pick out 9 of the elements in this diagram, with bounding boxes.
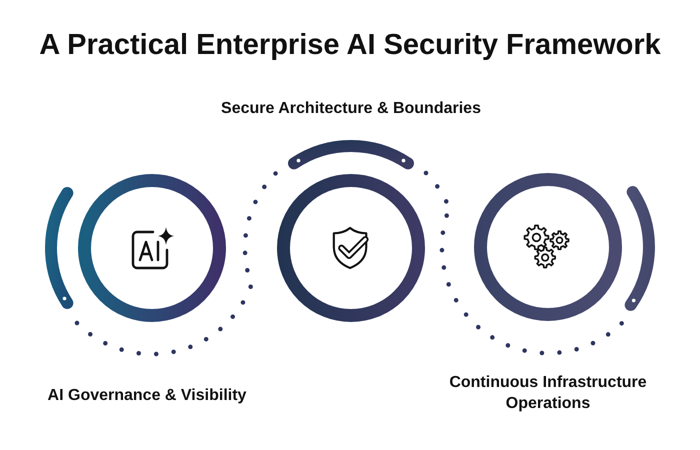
step-label: Continuous Infrastructure Operations	[448, 373, 648, 414]
dotted-connector	[424, 170, 626, 356]
dotted-connector	[74, 170, 278, 356]
title: A Practical Enterprise AI Security Framework	[38, 28, 662, 63]
ring-circle	[474, 173, 622, 321]
ring-circle	[277, 174, 425, 322]
ring-circle	[78, 174, 226, 322]
step-label: Secure Architecture & Boundaries	[220, 98, 482, 118]
step-label: AI Governance & Visibility	[46, 386, 248, 406]
